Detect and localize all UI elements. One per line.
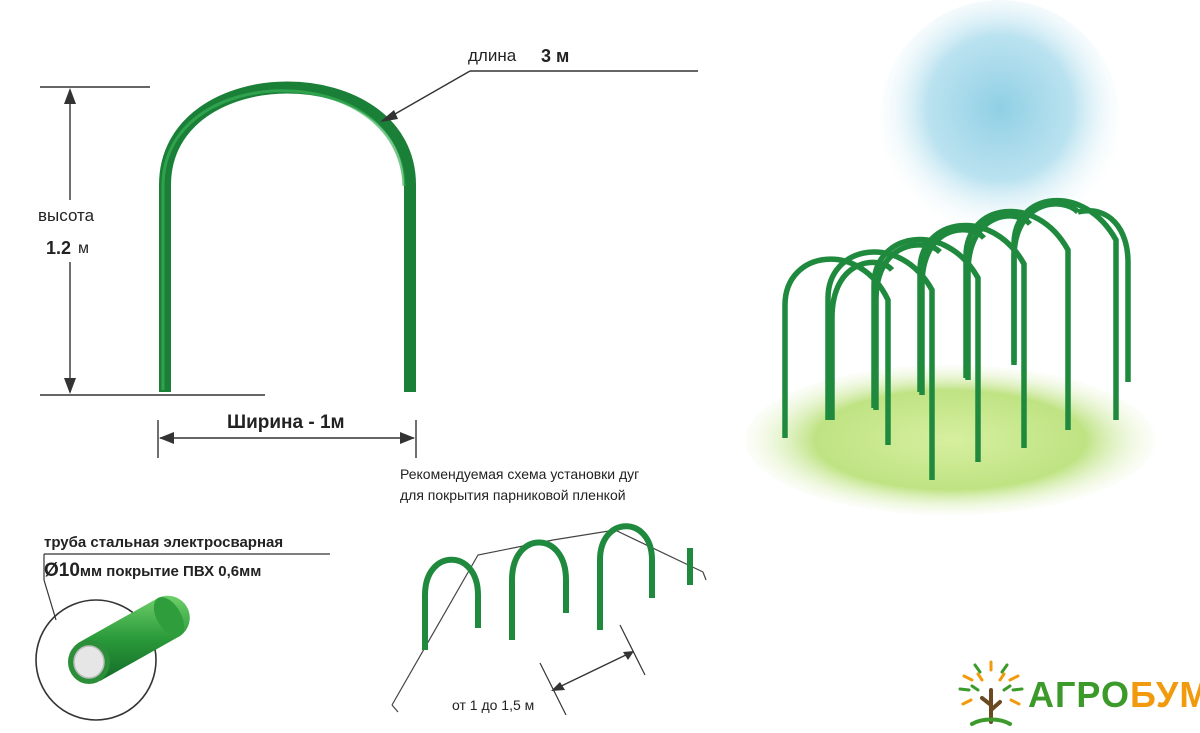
height-label-word: высота bbox=[38, 206, 95, 225]
film-line-top bbox=[391, 529, 704, 706]
width-label: Ширина - 1м bbox=[227, 412, 345, 433]
tunnel-arch-front-1 bbox=[782, 256, 891, 445]
scheme-arch-1 bbox=[422, 556, 481, 650]
sky-circle bbox=[880, 0, 1120, 240]
arch-highlight bbox=[161, 89, 406, 390]
tunnel-arch-last bbox=[1077, 208, 1131, 382]
pipe-cross-section-icon bbox=[35, 553, 330, 721]
length-leader-pointer bbox=[387, 70, 471, 119]
length-label-word: длина bbox=[468, 46, 517, 65]
spacing-dim-line bbox=[552, 651, 633, 691]
tunnel-arches bbox=[782, 198, 1131, 480]
pipe-outline-circle bbox=[35, 599, 157, 721]
length-label-value: 3 м bbox=[541, 46, 570, 66]
pipe-leader bbox=[43, 579, 57, 621]
tree-logo-icon bbox=[958, 660, 1024, 726]
pipe-spec: мм покрытие ПВХ 0,6мм bbox=[79, 563, 262, 580]
scheme-arch-2 bbox=[509, 539, 569, 640]
logo-text-agro: АГРО bbox=[1028, 674, 1130, 715]
pipe-hole bbox=[73, 645, 105, 679]
tunnel-arches-illustration bbox=[745, 0, 1155, 515]
height-label-value: 1.2 bbox=[46, 238, 72, 258]
arch-tube bbox=[159, 81, 416, 392]
recommendation-line-1: Рекомендуемая схема установки дуг bbox=[400, 466, 640, 482]
agroboom-logo: АГРОБУМ bbox=[958, 660, 1200, 732]
pipe-label-line-2: Ø10мм покрытие ПВХ 0,6мм bbox=[44, 560, 261, 582]
pipe-far-end bbox=[153, 597, 185, 637]
recommendation-line-2: для покрытия парниковой пленкой bbox=[400, 487, 626, 503]
logo-text: АГРОБУМ bbox=[1028, 674, 1200, 716]
installation-scheme bbox=[391, 523, 707, 716]
height-arrow-down bbox=[64, 378, 76, 394]
grass-patch bbox=[745, 365, 1155, 515]
height-arrow-up bbox=[64, 88, 76, 104]
scheme-arch-3 bbox=[597, 523, 655, 630]
length-leader-arrow bbox=[380, 110, 398, 122]
width-arrow-right bbox=[400, 432, 415, 444]
pipe-diameter: Ø10 bbox=[44, 560, 80, 581]
height-label-unit: м bbox=[78, 240, 89, 257]
spacing-label: от 1 до 1,5 м bbox=[452, 697, 535, 713]
single-arch-drawing bbox=[40, 70, 698, 458]
logo-text-bum: БУМ bbox=[1129, 674, 1200, 715]
pipe-label-line-1: труба стальная электросварная bbox=[44, 534, 284, 551]
width-arrow-left bbox=[159, 432, 174, 444]
